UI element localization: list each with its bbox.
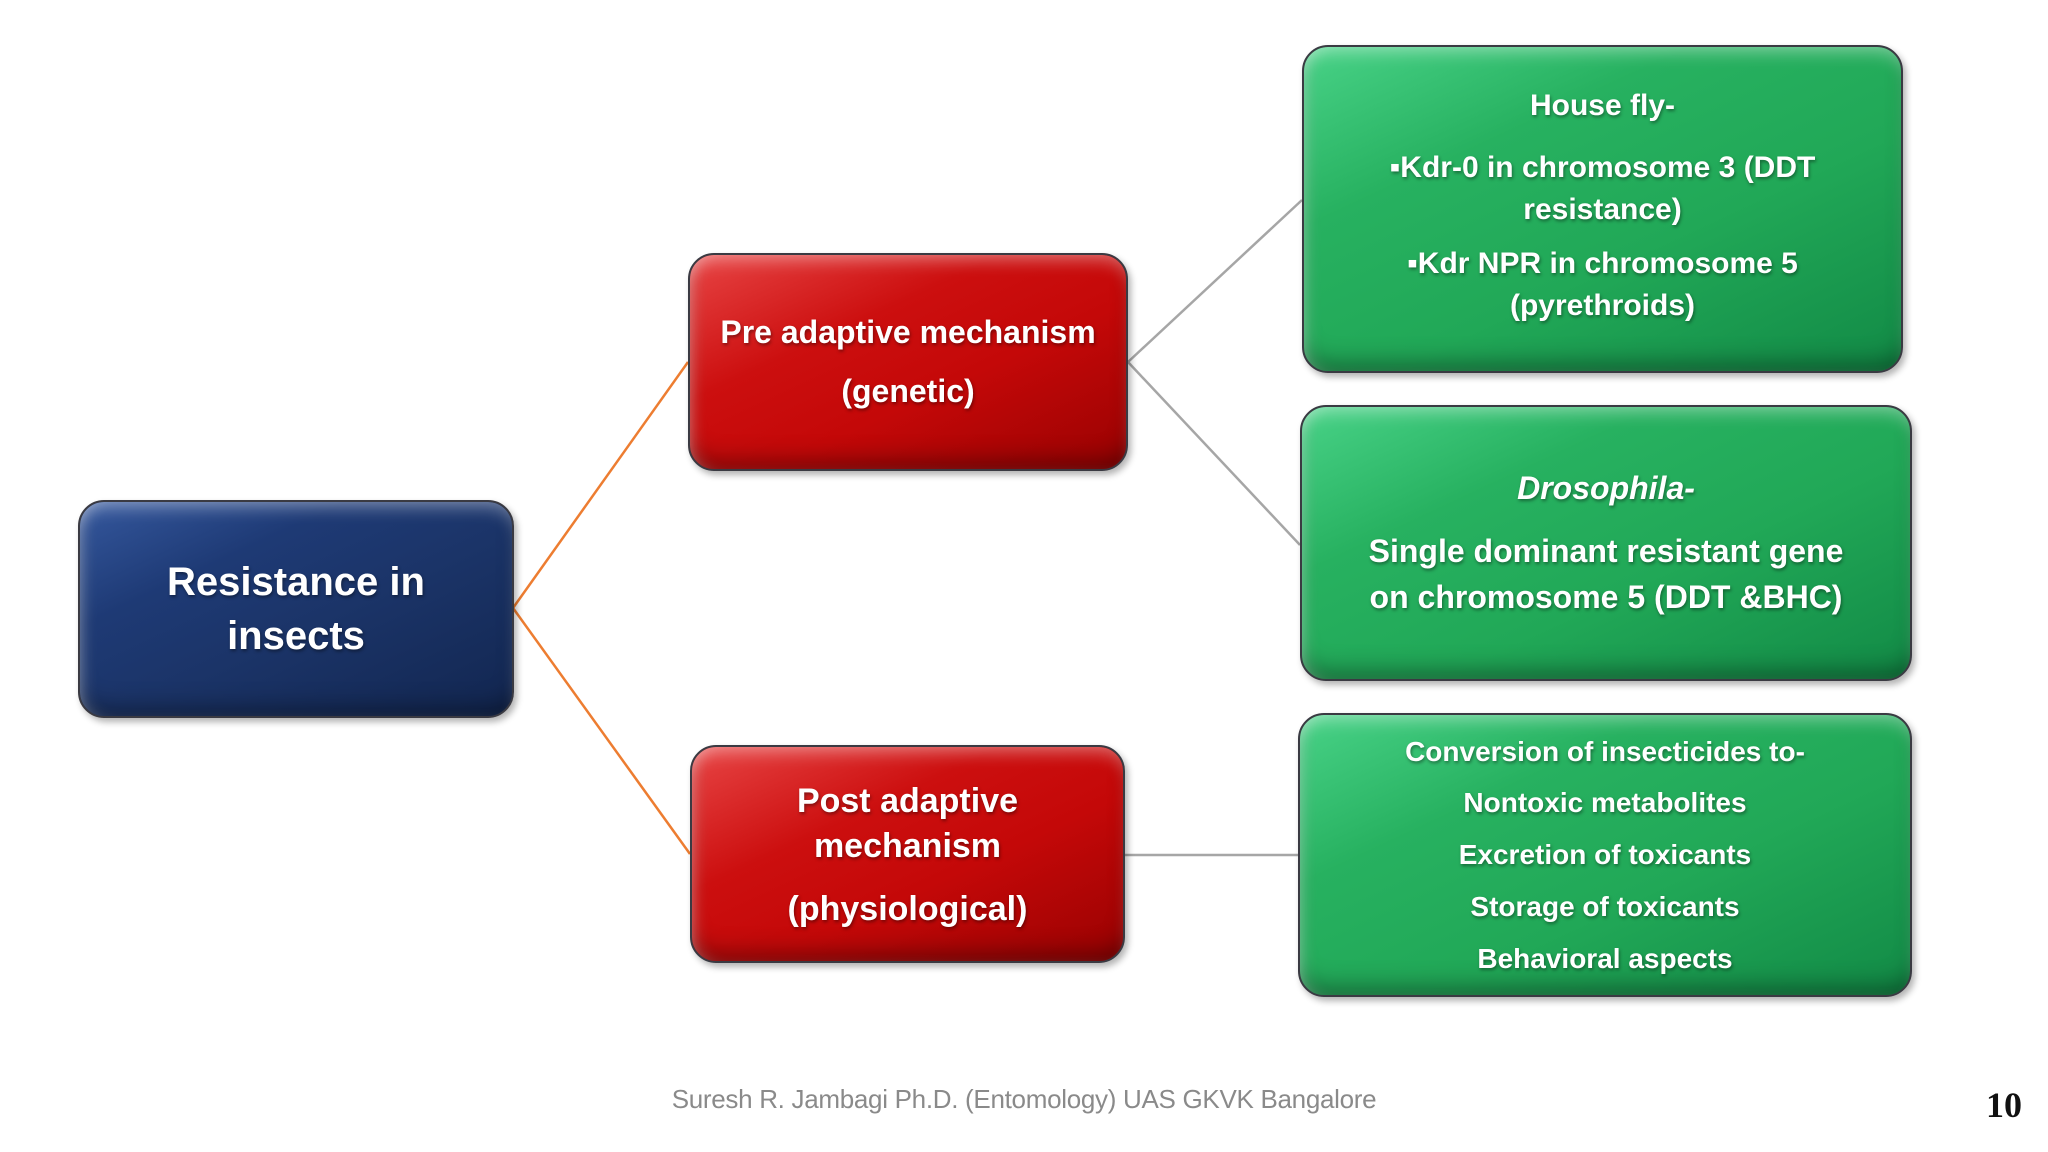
house-fly-bullet-kdr0: ▪Kdr-0 in chromosome 3 (DDT resistance) [1389, 151, 1816, 226]
post-adaptive-title: Post adaptive mechanism [796, 782, 1019, 865]
node-post-adaptive-mechanism: Post adaptive mechanism (physiological) [690, 745, 1125, 963]
node-house-fly-details: House fly- ▪Kdr-0 in chromosome 3 (DDT r… [1302, 45, 1903, 373]
drosophila-title: Drosophila- [1517, 470, 1695, 507]
conversion-line-nontoxic: Nontoxic metabolites [1463, 787, 1747, 819]
node-pre-adaptive-mechanism: Pre adaptive mechanism (genetic) [688, 253, 1128, 471]
root-label: Resistance in insects [167, 560, 425, 658]
conversion-line-behavioral: Behavioral aspects [1477, 942, 1733, 974]
node-resistance-in-insects: Resistance in insects [78, 500, 514, 718]
connector-root-to-post [511, 607, 692, 855]
post-adaptive-subtitle: (physiological) [787, 889, 1028, 928]
house-fly-title: House fly- [1529, 89, 1676, 122]
drosophila-body: Single dominant resistant gene on chromo… [1368, 532, 1844, 616]
node-conversion-details: Conversion of insecticides to- Nontoxic … [1298, 713, 1912, 997]
footer-credit: Suresh R. Jambagi Ph.D. (Entomology) UAS… [671, 1084, 1377, 1114]
pre-adaptive-subtitle: (genetic) [841, 373, 975, 409]
connector-root-to-pre [511, 361, 690, 609]
connector-pre-to-drosophila [1127, 361, 1301, 546]
connector-pre-to-housefly [1127, 199, 1303, 363]
page-number: 10 [1986, 1085, 2022, 1125]
pre-adaptive-title: Pre adaptive mechanism [720, 314, 1096, 350]
node-drosophila-details: Drosophila- Single dominant resistant ge… [1300, 405, 1912, 681]
conversion-line-storage: Storage of toxicants [1470, 890, 1740, 922]
house-fly-bullet-kdrnpr: ▪Kdr NPR in chromosome 5 (pyrethroids) [1407, 247, 1798, 322]
conversion-line-excretion: Excretion of toxicants [1458, 839, 1752, 871]
conversion-line-header: Conversion of insecticides to- [1405, 735, 1805, 767]
